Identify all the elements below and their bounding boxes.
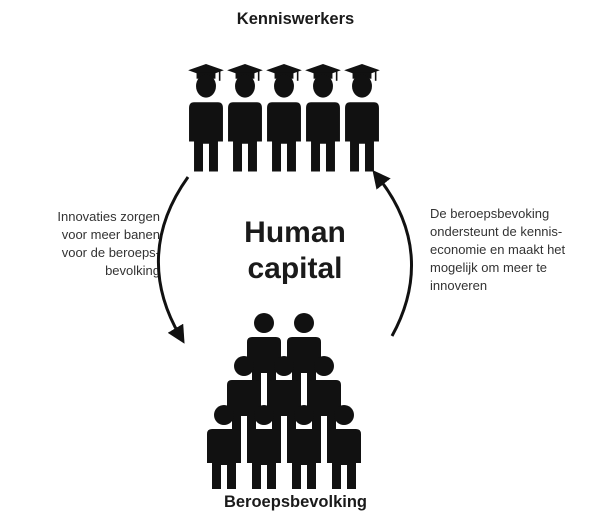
- bottom-title: Beroepsbevolking: [223, 493, 368, 511]
- right-note: De beroepsbevoking ondersteunt de kennis…: [430, 206, 566, 293]
- graduate-person-icon: [304, 63, 342, 172]
- graduate-person-icon: [343, 63, 381, 172]
- left-note: Innovaties zorgen voor meer banen voor d…: [57, 209, 160, 278]
- center-title-line2: capital: [247, 252, 343, 285]
- center-title: Human capital: [195, 215, 395, 287]
- workforce-pyramid: [207, 313, 361, 489]
- graduate-person-icon: [265, 63, 303, 172]
- graduate-person-icon: [187, 63, 225, 172]
- graduates-row: [187, 63, 381, 172]
- center-title-line1: Human: [244, 216, 346, 249]
- right-curved-arrow-icon: [372, 169, 413, 337]
- graduate-person-icon: [226, 63, 264, 172]
- top-title: Kenniswerkers: [236, 10, 355, 28]
- left-curved-arrow-icon: [157, 176, 190, 344]
